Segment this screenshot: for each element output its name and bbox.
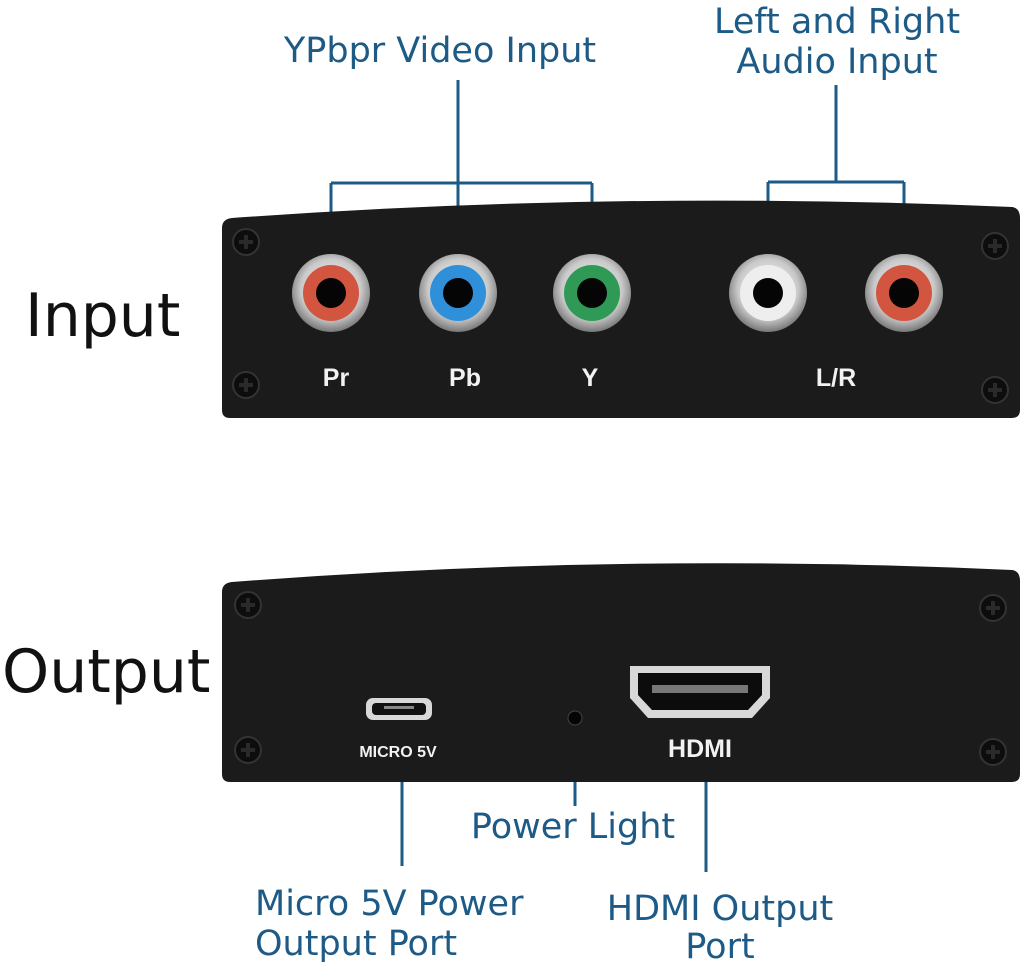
output-section-label: Output <box>2 637 210 707</box>
port-label-hdmi: HDMI <box>668 735 732 763</box>
screw-icon <box>981 376 1009 404</box>
rca-jack-audio-left[interactable] <box>729 254 807 332</box>
output-panel: MICRO 5V HDMI <box>222 563 1020 782</box>
port-label-pr: Pr <box>323 364 350 392</box>
port-label-y: Y <box>582 364 599 392</box>
port-label-pb: Pb <box>449 364 481 392</box>
screw-icon <box>981 232 1009 260</box>
rca-jack-y[interactable] <box>553 254 631 332</box>
screw-icon <box>234 591 262 619</box>
rca-jack-pb[interactable] <box>419 254 497 332</box>
screw-icon <box>979 738 1007 766</box>
screw-icon <box>979 594 1007 622</box>
micro-usb-port[interactable] <box>366 698 432 720</box>
power-light-callout: Power Light <box>471 807 675 847</box>
input-section-label: Input <box>25 281 180 351</box>
hdmi-callout-line2: Port <box>685 927 754 967</box>
hdmi-port[interactable] <box>630 666 770 718</box>
audio-input-callout-line2: Audio Input <box>736 42 937 82</box>
screw-icon <box>232 371 260 399</box>
video-input-callout: YPbpr Video Input <box>283 31 596 71</box>
hdmi-callout-line1: HDMI Output <box>607 889 834 929</box>
screw-icon <box>234 736 262 764</box>
rca-jack-audio-right[interactable] <box>865 254 943 332</box>
micro-callout-line2: Output Port <box>255 924 457 964</box>
power-light-icon <box>567 710 583 726</box>
audio-input-connector-lines <box>766 85 906 258</box>
video-input-connector-lines <box>329 80 594 258</box>
port-label-lr: L/R <box>816 364 856 392</box>
micro-callout-line1: Micro 5V Power <box>255 884 524 924</box>
input-panel: Pr Pb Y L/R <box>222 200 1020 418</box>
port-label-micro: MICRO 5V <box>359 744 437 761</box>
audio-input-callout-line1: Left and Right <box>714 2 960 42</box>
rca-jack-pr[interactable] <box>292 254 370 332</box>
screw-icon <box>232 228 260 256</box>
